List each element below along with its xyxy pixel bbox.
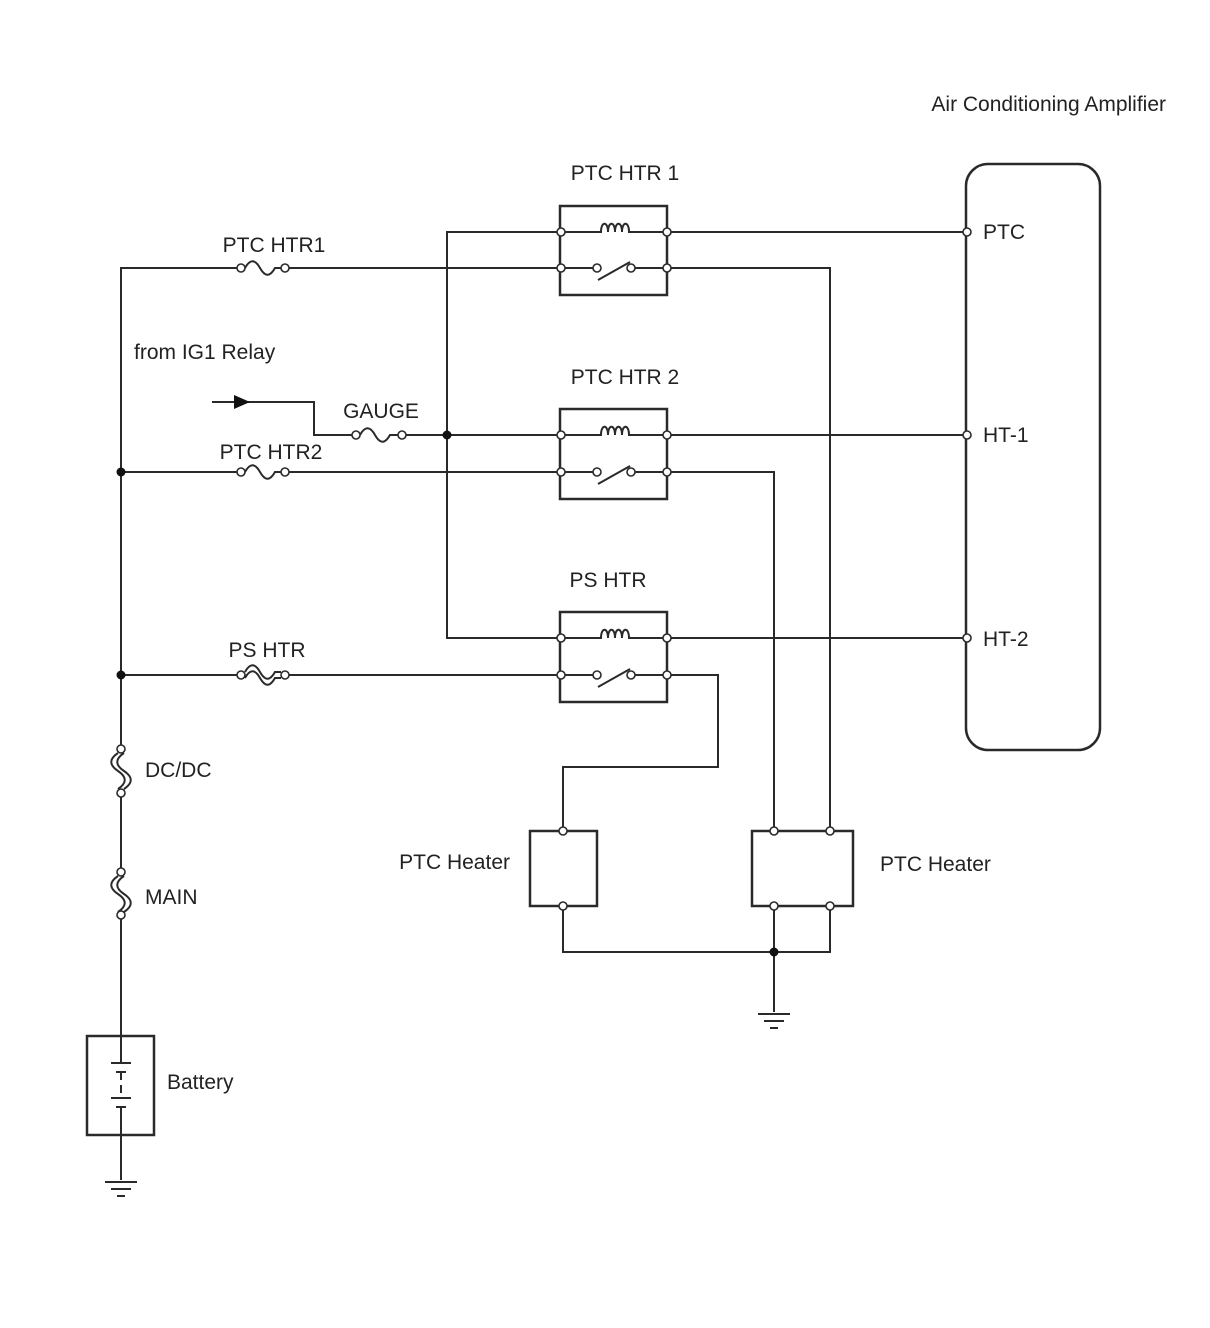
relay-switch-ptc-htr-2 <box>561 465 667 485</box>
relay-label-ptc-htr-2: PTC HTR 2 <box>571 366 680 389</box>
pin-label-ht1: HT-1 <box>983 424 1029 447</box>
wires <box>120 231 963 1180</box>
relay-coil-ps-htr <box>561 628 667 639</box>
relay-box-ptc-htr-2 <box>558 407 669 501</box>
relay-switch-ptc-htr-1 <box>561 261 667 281</box>
relay-label-ps-htr: PS HTR <box>569 569 646 592</box>
fuse-gauge <box>351 427 407 443</box>
fuse-ptc-htr2 <box>236 464 290 480</box>
battery-label: Battery <box>167 1071 234 1094</box>
fuse-label-dcdc: DC/DC <box>145 759 212 782</box>
fuse-label-ptc-htr1: PTC HTR1 <box>223 234 326 257</box>
pin-label-ht2: HT-2 <box>983 628 1029 651</box>
fuse-ptc-htr1 <box>236 260 290 276</box>
ground-icon-heaters <box>758 1013 790 1029</box>
fuse-label-ps-htr: PS HTR <box>228 639 305 662</box>
relay-label-ptc-htr-1: PTC HTR 1 <box>571 162 680 185</box>
fuse-main <box>110 867 132 920</box>
fuse-label-main: MAIN <box>145 886 198 909</box>
source-label-ig1-relay: from IG1 Relay <box>134 341 276 364</box>
relay-switch-ps-htr <box>561 668 667 688</box>
fuse-dcdc <box>110 744 132 798</box>
ig1-arrow-icon <box>234 395 250 409</box>
relay-box-ptc-htr-1 <box>558 204 669 297</box>
battery-symbol <box>85 1034 156 1137</box>
terminals <box>556 227 972 911</box>
fuse-label-ptc-htr2: PTC HTR2 <box>220 441 323 464</box>
heater-label-right: PTC Heater <box>880 853 991 876</box>
relay-coil-ptc-htr-1 <box>561 222 667 233</box>
relay-box-ps-htr <box>558 610 669 704</box>
ptc-heater-right-box <box>750 829 855 908</box>
amplifier-title: Air Conditioning Amplifier <box>931 93 1166 116</box>
ground-icon-battery <box>105 1181 137 1197</box>
junction-dots <box>116 430 779 957</box>
amplifier-box <box>964 162 1102 752</box>
ptc-heater-left-box <box>528 829 599 908</box>
relay-coil-ptc-htr-2 <box>561 425 667 436</box>
fuse-ps-htr <box>236 664 290 686</box>
pin-label-ptc: PTC <box>983 221 1025 244</box>
fuse-label-gauge: GAUGE <box>343 400 419 423</box>
heater-label-left: PTC Heater <box>399 851 510 874</box>
